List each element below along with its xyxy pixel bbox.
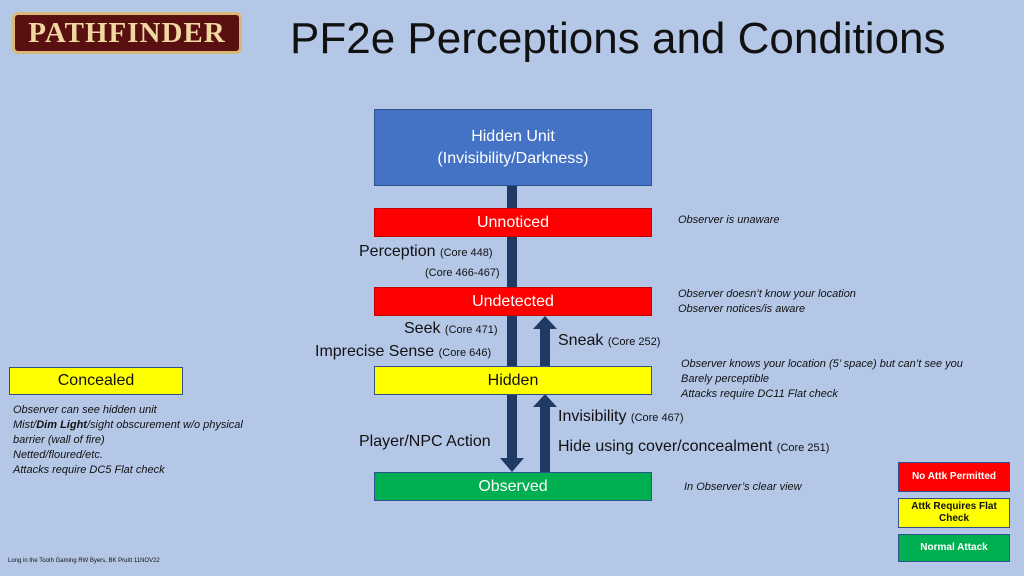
core-ref: (Core 448) [439,247,493,259]
legend-normal-attack: Normal Attack [898,534,1010,562]
up-arrow-head-icon [533,394,557,407]
note-line: Observer doesn’t know your location [678,288,856,300]
page-title: PF2e Perceptions and Conditions [290,14,946,63]
note-line: Observer notices/is aware [678,303,806,315]
seek-label: Seek (Core 471) [404,320,498,338]
transition-name: Invisibility [558,408,627,425]
legend-label: Attk Requires Flat Check [911,501,997,524]
legend-no-attack: No Attk Permitted [898,462,1010,492]
note-line: Mist/Dim Light/sight obscurement w/o phy… [13,418,243,433]
note-line: barrier (wall of fire) [13,434,105,446]
core-ref: (Core 251) [776,442,830,454]
note-line: Observer is unaware [678,214,780,226]
imprecise-sense-label: Imprecise Sense (Core 646) [315,343,491,361]
pathfinder-logo: PATHFINDER [12,12,242,54]
note-line: Barely perceptible [681,373,770,385]
core-ref: (Core 467) [630,412,684,424]
unnoticed-box: Unnoticed [374,208,652,237]
observed-note: In Observer’s clear view [684,480,802,495]
legend-label: Normal Attack [920,542,988,553]
note-fragment: Mist/ [13,419,37,431]
hidden-unit-line1: Hidden Unit [471,127,555,145]
note-fragment: /sight obscurement w/o physical [86,419,243,431]
hidden-box: Hidden [374,366,652,395]
note-line: Netted/floured/etc. [13,449,103,461]
core-ref: (Core 471) [444,324,498,336]
up-arrow-head-icon [533,316,557,329]
core-ref: (Core 252) [607,336,661,348]
transition-name: Seek [404,320,441,337]
core-ref: (Core 646) [438,347,492,359]
footer-credits: Long in the Tooth Gaming RW Byers, BK Pr… [8,558,160,564]
hide-label: Hide using cover/concealment (Core 251) [558,438,829,456]
undetected-box: Undetected [374,287,652,316]
unnoticed-note: Observer is unaware [678,213,780,228]
down-arrow-head-icon [500,458,524,472]
note-line: Attacks require DC5 Flat check [13,464,165,476]
note-fragment: Dim Light [36,419,87,431]
transition-name: Imprecise Sense [315,343,435,360]
note-line: In Observer’s clear view [684,481,802,493]
transition-name: Hide using cover/concealment [558,438,773,455]
down-arrow-shaft [507,185,517,460]
note-line: Observer knows your location (5’ space) … [681,358,963,370]
legend-label: No Attk Permitted [911,471,997,482]
legend-flat-check: Attk Requires Flat Check [898,498,1010,528]
logo-text: PATHFINDER [28,16,226,49]
perception-label: Perception (Core 448) [359,243,493,261]
concealed-box: Concealed [9,367,183,395]
transition-name: Perception [359,243,436,260]
up-arrow-hide [540,406,550,472]
note-line: Attacks require DC11 Flat check [681,388,838,400]
hidden-note: Observer knows your location (5’ space) … [681,357,963,402]
sneak-label: Sneak (Core 252) [558,332,660,350]
hidden-unit-box: Hidden Unit (Invisibility/Darkness) [374,109,652,186]
concealed-note: Observer can see hidden unit Mist/Dim Li… [13,403,243,478]
note-line: Observer can see hidden unit [13,404,157,416]
core-ref: (Core 466-467) [425,267,500,279]
transition-name: Sneak [558,332,604,349]
invisibility-label: Invisibility (Core 467) [558,408,684,426]
hidden-unit-line2: (Invisibility/Darkness) [437,149,589,167]
up-arrow-sneak [540,328,550,366]
perception-ref2: (Core 466-467) [425,263,500,281]
observed-box: Observed [374,472,652,501]
player-action-label: Player/NPC Action [359,433,491,450]
